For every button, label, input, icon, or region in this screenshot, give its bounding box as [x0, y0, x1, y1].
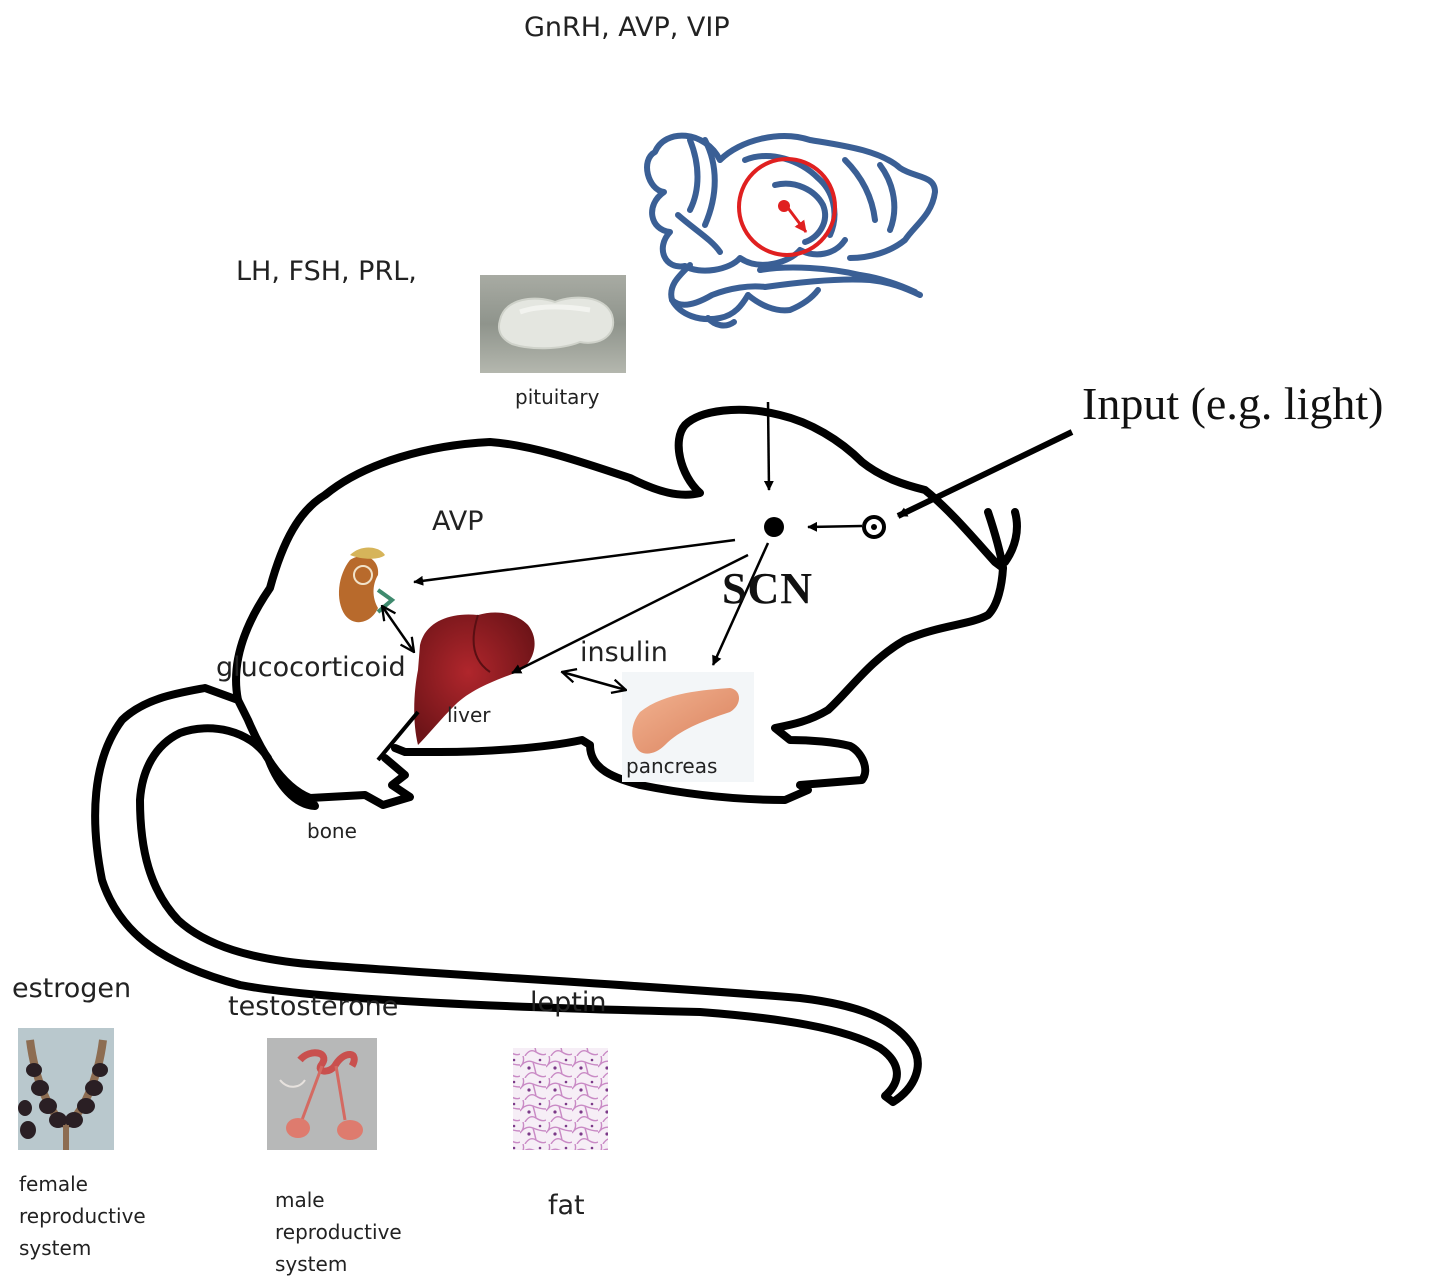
male-reproductive-label: male reproductive system — [275, 1184, 402, 1280]
scn-label: SCN — [722, 564, 813, 615]
fat-image — [513, 1048, 608, 1150]
pituitary-label: pituitary — [515, 386, 599, 409]
testosterone-label: testosterone — [228, 991, 398, 1022]
female-line-3: system — [19, 1232, 146, 1264]
male-line-1: male — [275, 1184, 402, 1216]
male-line-3: system — [275, 1248, 402, 1280]
pituitary-hormones-label: LH, FSH, PRL, — [236, 256, 417, 287]
female-reproductive-label: female reproductive system — [19, 1168, 146, 1264]
pituitary-image — [480, 275, 626, 373]
female-line-1: female — [19, 1168, 146, 1200]
female-reproductive-image — [18, 1028, 114, 1150]
female-line-2: reproductive — [19, 1200, 146, 1232]
pancreas-label: pancreas — [626, 755, 717, 778]
input-label: Input (e.g. light) — [1082, 378, 1384, 431]
male-reproductive-image — [267, 1038, 377, 1150]
scn-node — [764, 517, 784, 537]
fat-label: fat — [548, 1190, 585, 1221]
male-line-2: reproductive — [275, 1216, 402, 1248]
bone-label: bone — [307, 820, 357, 843]
kidney-illustration — [332, 543, 392, 629]
glucocorticoid-label: glucocorticoid — [216, 652, 406, 683]
eye-pupil — [871, 524, 877, 530]
avp-label: AVP — [432, 506, 484, 537]
scn-region-arrow — [788, 208, 806, 232]
hypothalamic-hormones-label: GnRH, AVP, VIP — [524, 12, 730, 43]
leptin-label: leptin — [530, 987, 606, 1018]
liver-label: liver — [447, 704, 490, 727]
insulin-label: insulin — [580, 637, 668, 668]
brain-illustration — [647, 136, 935, 326]
estrogen-label: estrogen — [12, 973, 131, 1004]
